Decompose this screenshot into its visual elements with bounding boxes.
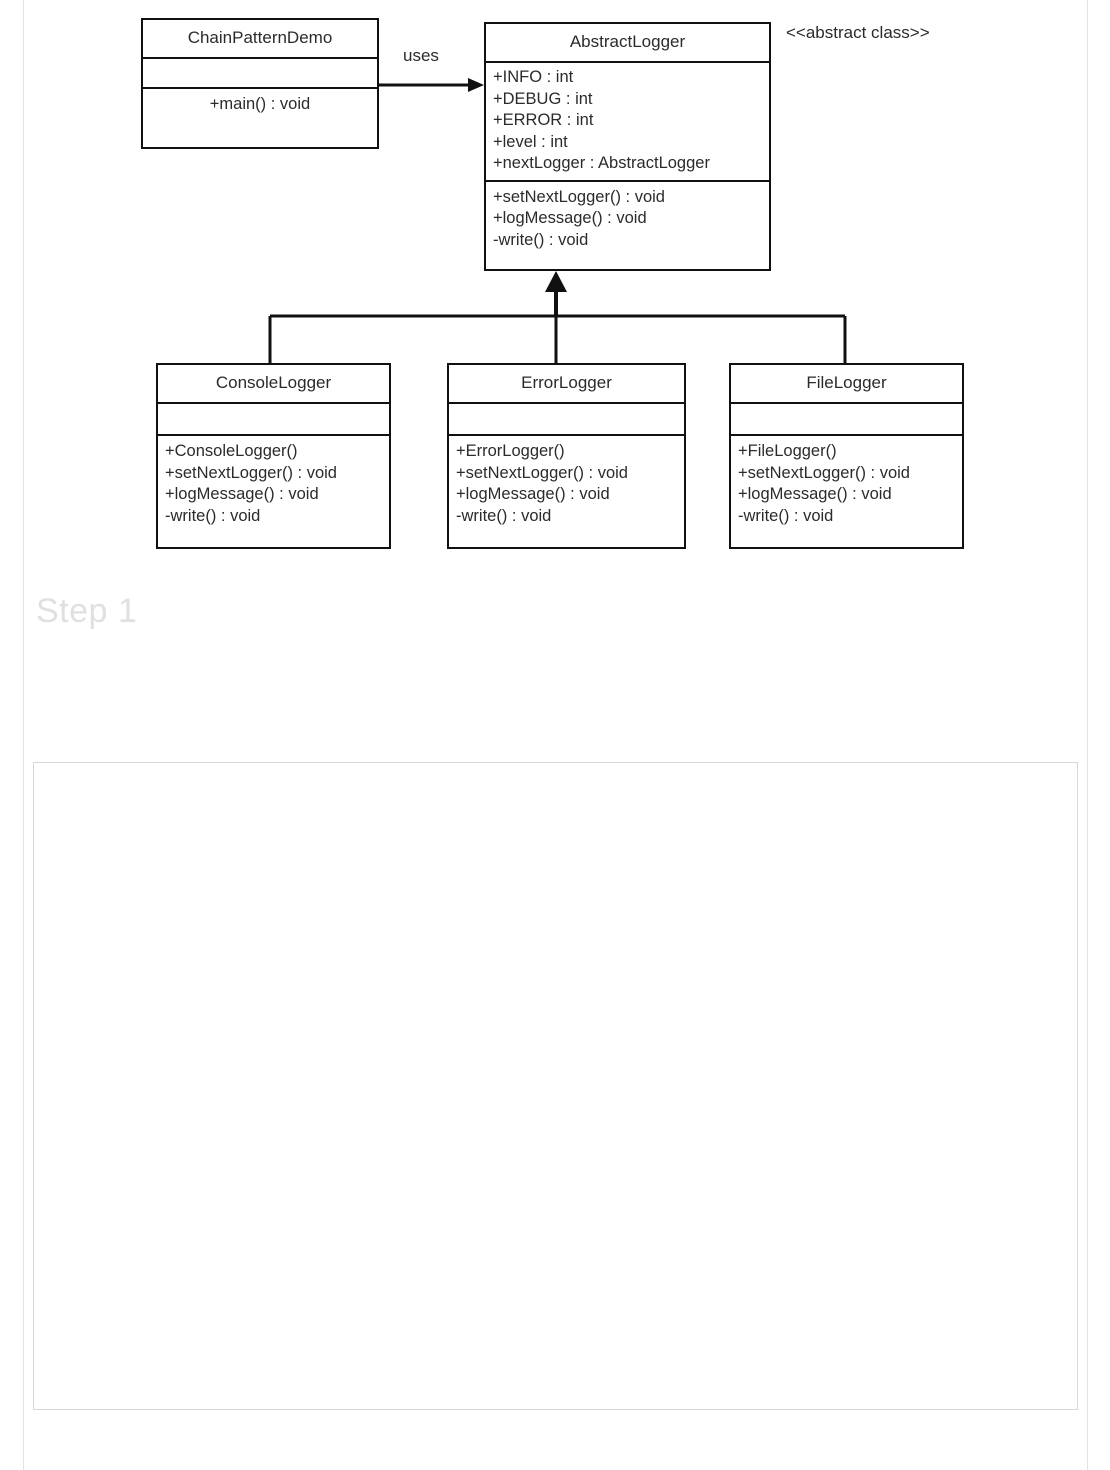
operation-write: -write() : void — [165, 506, 261, 525]
empty-content-panel — [33, 762, 1078, 1410]
class-attributes-abstractlogger: +INFO : int +DEBUG : int +ERROR : int +l… — [486, 63, 769, 182]
operation-setnextlogger: +setNextLogger() : void — [165, 463, 337, 482]
stereotype-abstract-class: <<abstract class>> — [786, 23, 930, 42]
operation-setnextlogger: +setNextLogger() : void — [493, 187, 665, 206]
uml-class-abstractlogger[interactable]: AbstractLogger +INFO : int +DEBUG : int … — [484, 22, 771, 271]
class-operations-chainpatterndemo: +main() : void — [143, 89, 377, 147]
step-caption: Step 1 — [36, 592, 138, 630]
class-name-consolelogger: ConsoleLogger — [158, 365, 389, 405]
class-attributes-filelogger — [731, 404, 962, 437]
class-operations-filelogger: +FileLogger() +setNextLogger() : void +l… — [731, 436, 962, 547]
operation-write: -write() : void — [456, 506, 552, 525]
operation-write: -write() : void — [738, 506, 834, 525]
uml-class-filelogger[interactable]: FileLogger +FileLogger() +setNextLogger(… — [729, 363, 964, 549]
operation-logmessage: +logMessage() : void — [493, 209, 647, 228]
attribute-debug: +DEBUG : int — [493, 89, 593, 108]
class-attributes-consolelogger — [158, 404, 389, 437]
page-rule-left — [23, 0, 24, 1470]
page-rule-right — [1087, 0, 1088, 1470]
operation-setnextlogger: +setNextLogger() : void — [456, 463, 628, 482]
uml-class-consolelogger[interactable]: ConsoleLogger +ConsoleLogger() +setNextL… — [156, 363, 391, 549]
operation-consolelogger-ctor: +ConsoleLogger() — [165, 442, 298, 461]
operation-logmessage: +logMessage() : void — [456, 485, 610, 504]
class-name-abstractlogger: AbstractLogger — [486, 24, 769, 64]
uml-class-chainpatterndemo[interactable]: ChainPatternDemo +main() : void — [141, 18, 379, 149]
class-operations-abstractlogger: +setNextLogger() : void +logMessage() : … — [486, 182, 769, 269]
operation-write: -write() : void — [493, 230, 589, 249]
class-operations-consolelogger: +ConsoleLogger() +setNextLogger() : void… — [158, 436, 389, 547]
operation-logmessage: +logMessage() : void — [738, 485, 892, 504]
class-attributes-errorlogger — [449, 404, 684, 437]
class-name-filelogger: FileLogger — [731, 365, 962, 405]
class-name-errorlogger: ErrorLogger — [449, 365, 684, 405]
attribute-level: +level : int — [493, 132, 568, 151]
generalization-tree — [268, 271, 847, 363]
class-attributes-chainpatterndemo — [143, 59, 377, 90]
attribute-info: +INFO : int — [493, 68, 574, 87]
attribute-nextlogger: +nextLogger : AbstractLogger — [493, 154, 710, 173]
association-label-uses: uses — [403, 46, 439, 65]
operation-logmessage: +logMessage() : void — [165, 485, 319, 504]
uml-class-errorlogger[interactable]: ErrorLogger +ErrorLogger() +setNextLogge… — [447, 363, 686, 549]
operation-setnextlogger: +setNextLogger() : void — [738, 463, 910, 482]
class-name-chainpatterndemo: ChainPatternDemo — [143, 20, 377, 60]
operation-filelogger-ctor: +FileLogger() — [738, 442, 837, 461]
association-uses — [379, 78, 484, 92]
operation-main: +main() : void — [209, 95, 311, 114]
operation-errorlogger-ctor: +ErrorLogger() — [456, 442, 565, 461]
attribute-error: +ERROR : int — [493, 111, 594, 130]
class-operations-errorlogger: +ErrorLogger() +setNextLogger() : void +… — [449, 436, 684, 547]
